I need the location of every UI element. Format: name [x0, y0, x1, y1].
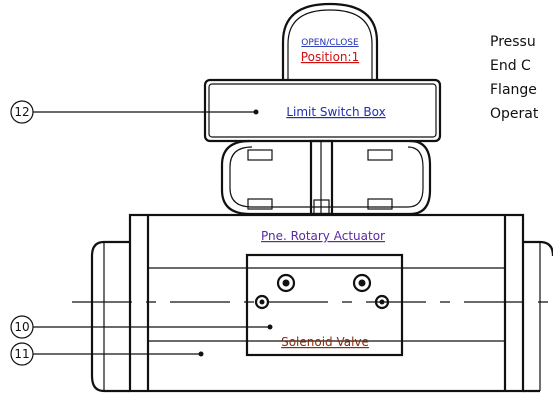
callout-10: 10 [10, 315, 273, 339]
callout-11: 11 [10, 342, 204, 366]
pne-rotary-actuator-body [128, 213, 525, 393]
position-label: Position:1 [301, 50, 359, 64]
callout-12-number: 12 [14, 105, 29, 119]
actuator-label: Pne. Rotary Actuator [261, 229, 385, 243]
callout-10-number: 10 [14, 320, 29, 334]
solenoid-valve-block [245, 253, 404, 357]
right-end-cap [523, 240, 553, 257]
limit-switch-box-label: Limit Switch Box [286, 105, 385, 119]
solenoid-valve-label: Solenoid Valve [281, 335, 369, 349]
left-end-cap [90, 240, 130, 393]
note-flange: Flange [490, 82, 537, 98]
note-pressure: Pressu [490, 34, 536, 50]
valve-bolts [254, 273, 390, 310]
note-end-connection: End C [490, 58, 531, 74]
limit-switch-box-inner [208, 83, 437, 138]
open-close-label: OPEN/CLOSE [301, 38, 359, 48]
mounting-bracket [220, 139, 432, 216]
callout-12: 12 [10, 100, 259, 124]
indicator-cap [281, 2, 379, 80]
indicator-cap-inner [287, 9, 373, 80]
callout-11-number: 11 [14, 347, 29, 361]
note-operation: Operat [490, 106, 539, 122]
